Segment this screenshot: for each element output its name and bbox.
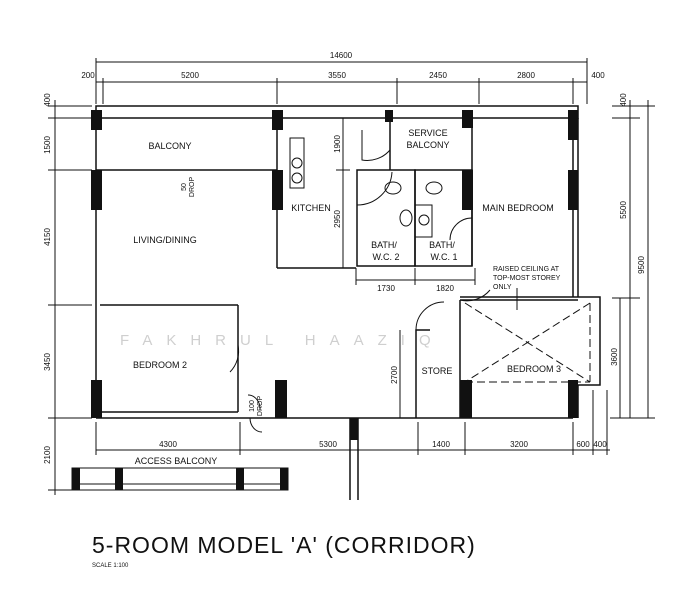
- note-drop-50: DROP: [189, 177, 196, 198]
- label-bath1: BATH/: [429, 240, 455, 250]
- label-bath2: W.C. 2: [372, 252, 399, 262]
- bottom-dimension-lines: [95, 118, 610, 455]
- label-main-bedroom: MAIN BEDROOM: [482, 203, 554, 213]
- note-raised-ceiling: RAISED CEILING AT: [493, 266, 560, 273]
- dim-left: 2100: [43, 446, 52, 464]
- dim-left: 1500: [43, 136, 52, 154]
- label-service-balcony: BALCONY: [406, 140, 449, 150]
- door-swings: [229, 130, 491, 433]
- dim-right: 9500: [637, 256, 646, 274]
- dim-right: 3600: [610, 348, 619, 366]
- label-bedroom3: BEDROOM 3: [507, 364, 561, 374]
- dim-bottom: 5300: [319, 440, 337, 449]
- right-dimension-lines: [610, 100, 655, 419]
- label-balcony: BALCONY: [148, 141, 191, 151]
- watermark: FAKHRUL HAAZIQ: [120, 332, 445, 349]
- dim-bottom: 3200: [510, 440, 528, 449]
- dim-right: 5500: [619, 201, 628, 219]
- dim-top: 2450: [429, 71, 447, 80]
- dim-overall: 14600: [330, 51, 353, 60]
- label-kitchen: KITCHEN: [291, 203, 331, 213]
- dim-bottom: 4300: [159, 440, 177, 449]
- dim-bath: 1730: [377, 284, 395, 293]
- dim-kitchen: 2950: [333, 210, 342, 228]
- dim-top: 200: [81, 71, 95, 80]
- dim-left: 400: [43, 93, 52, 107]
- dim-bottom: 1400: [432, 440, 450, 449]
- plan-scale: SCALE 1:100: [92, 563, 129, 569]
- columns: [72, 110, 578, 490]
- top-dimension-lines: [95, 58, 588, 104]
- dim-right: 400: [619, 93, 628, 107]
- note-raised-ceiling: ONLY: [493, 284, 512, 291]
- label-living-dining: LIVING/DINING: [133, 235, 197, 245]
- label-access-balcony: ACCESS BALCONY: [135, 456, 218, 466]
- room-labels: BALCONY LIVING/DINING KITCHEN SERVICE BA…: [133, 128, 561, 466]
- dim-bottom: 600: [576, 440, 590, 449]
- note-raised-ceiling: TOP-MOST STOREY: [493, 275, 561, 282]
- dim-top: 2800: [517, 71, 535, 80]
- label-bath1: W.C. 1: [430, 252, 457, 262]
- dim-top: 5200: [181, 71, 199, 80]
- dim-bottom: 400: [593, 440, 607, 449]
- label-store: STORE: [422, 366, 453, 376]
- raised-ceiling-marking: [464, 302, 591, 383]
- dimension-labels: 14600 200 5200 3550 2450 2800 400 400 15…: [43, 51, 646, 464]
- dim-top: 3550: [328, 71, 346, 80]
- fixtures: [289, 137, 443, 238]
- dim-left: 3450: [43, 353, 52, 371]
- access-balcony-parapet: [71, 467, 289, 491]
- note-drop-100: 100: [249, 400, 256, 412]
- plan-title: 5-ROOM MODEL 'A' (CORRIDOR): [92, 532, 476, 558]
- label-bedroom2: BEDROOM 2: [133, 360, 187, 370]
- note-drop-100: DROP: [257, 396, 264, 417]
- notes: RAISED CEILING AT TOP-MOST STOREY ONLY 5…: [181, 177, 561, 417]
- dim-kitchen: 1900: [333, 135, 342, 153]
- dim-left: 4150: [43, 228, 52, 246]
- dim-bath: 1820: [436, 284, 454, 293]
- note-drop-50: 50: [181, 183, 188, 191]
- left-dimension-lines: [48, 100, 92, 495]
- label-bath2: BATH/: [371, 240, 397, 250]
- dim-store: 2700: [390, 366, 399, 384]
- dim-top: 400: [591, 71, 605, 80]
- label-service-balcony: SERVICE: [408, 128, 447, 138]
